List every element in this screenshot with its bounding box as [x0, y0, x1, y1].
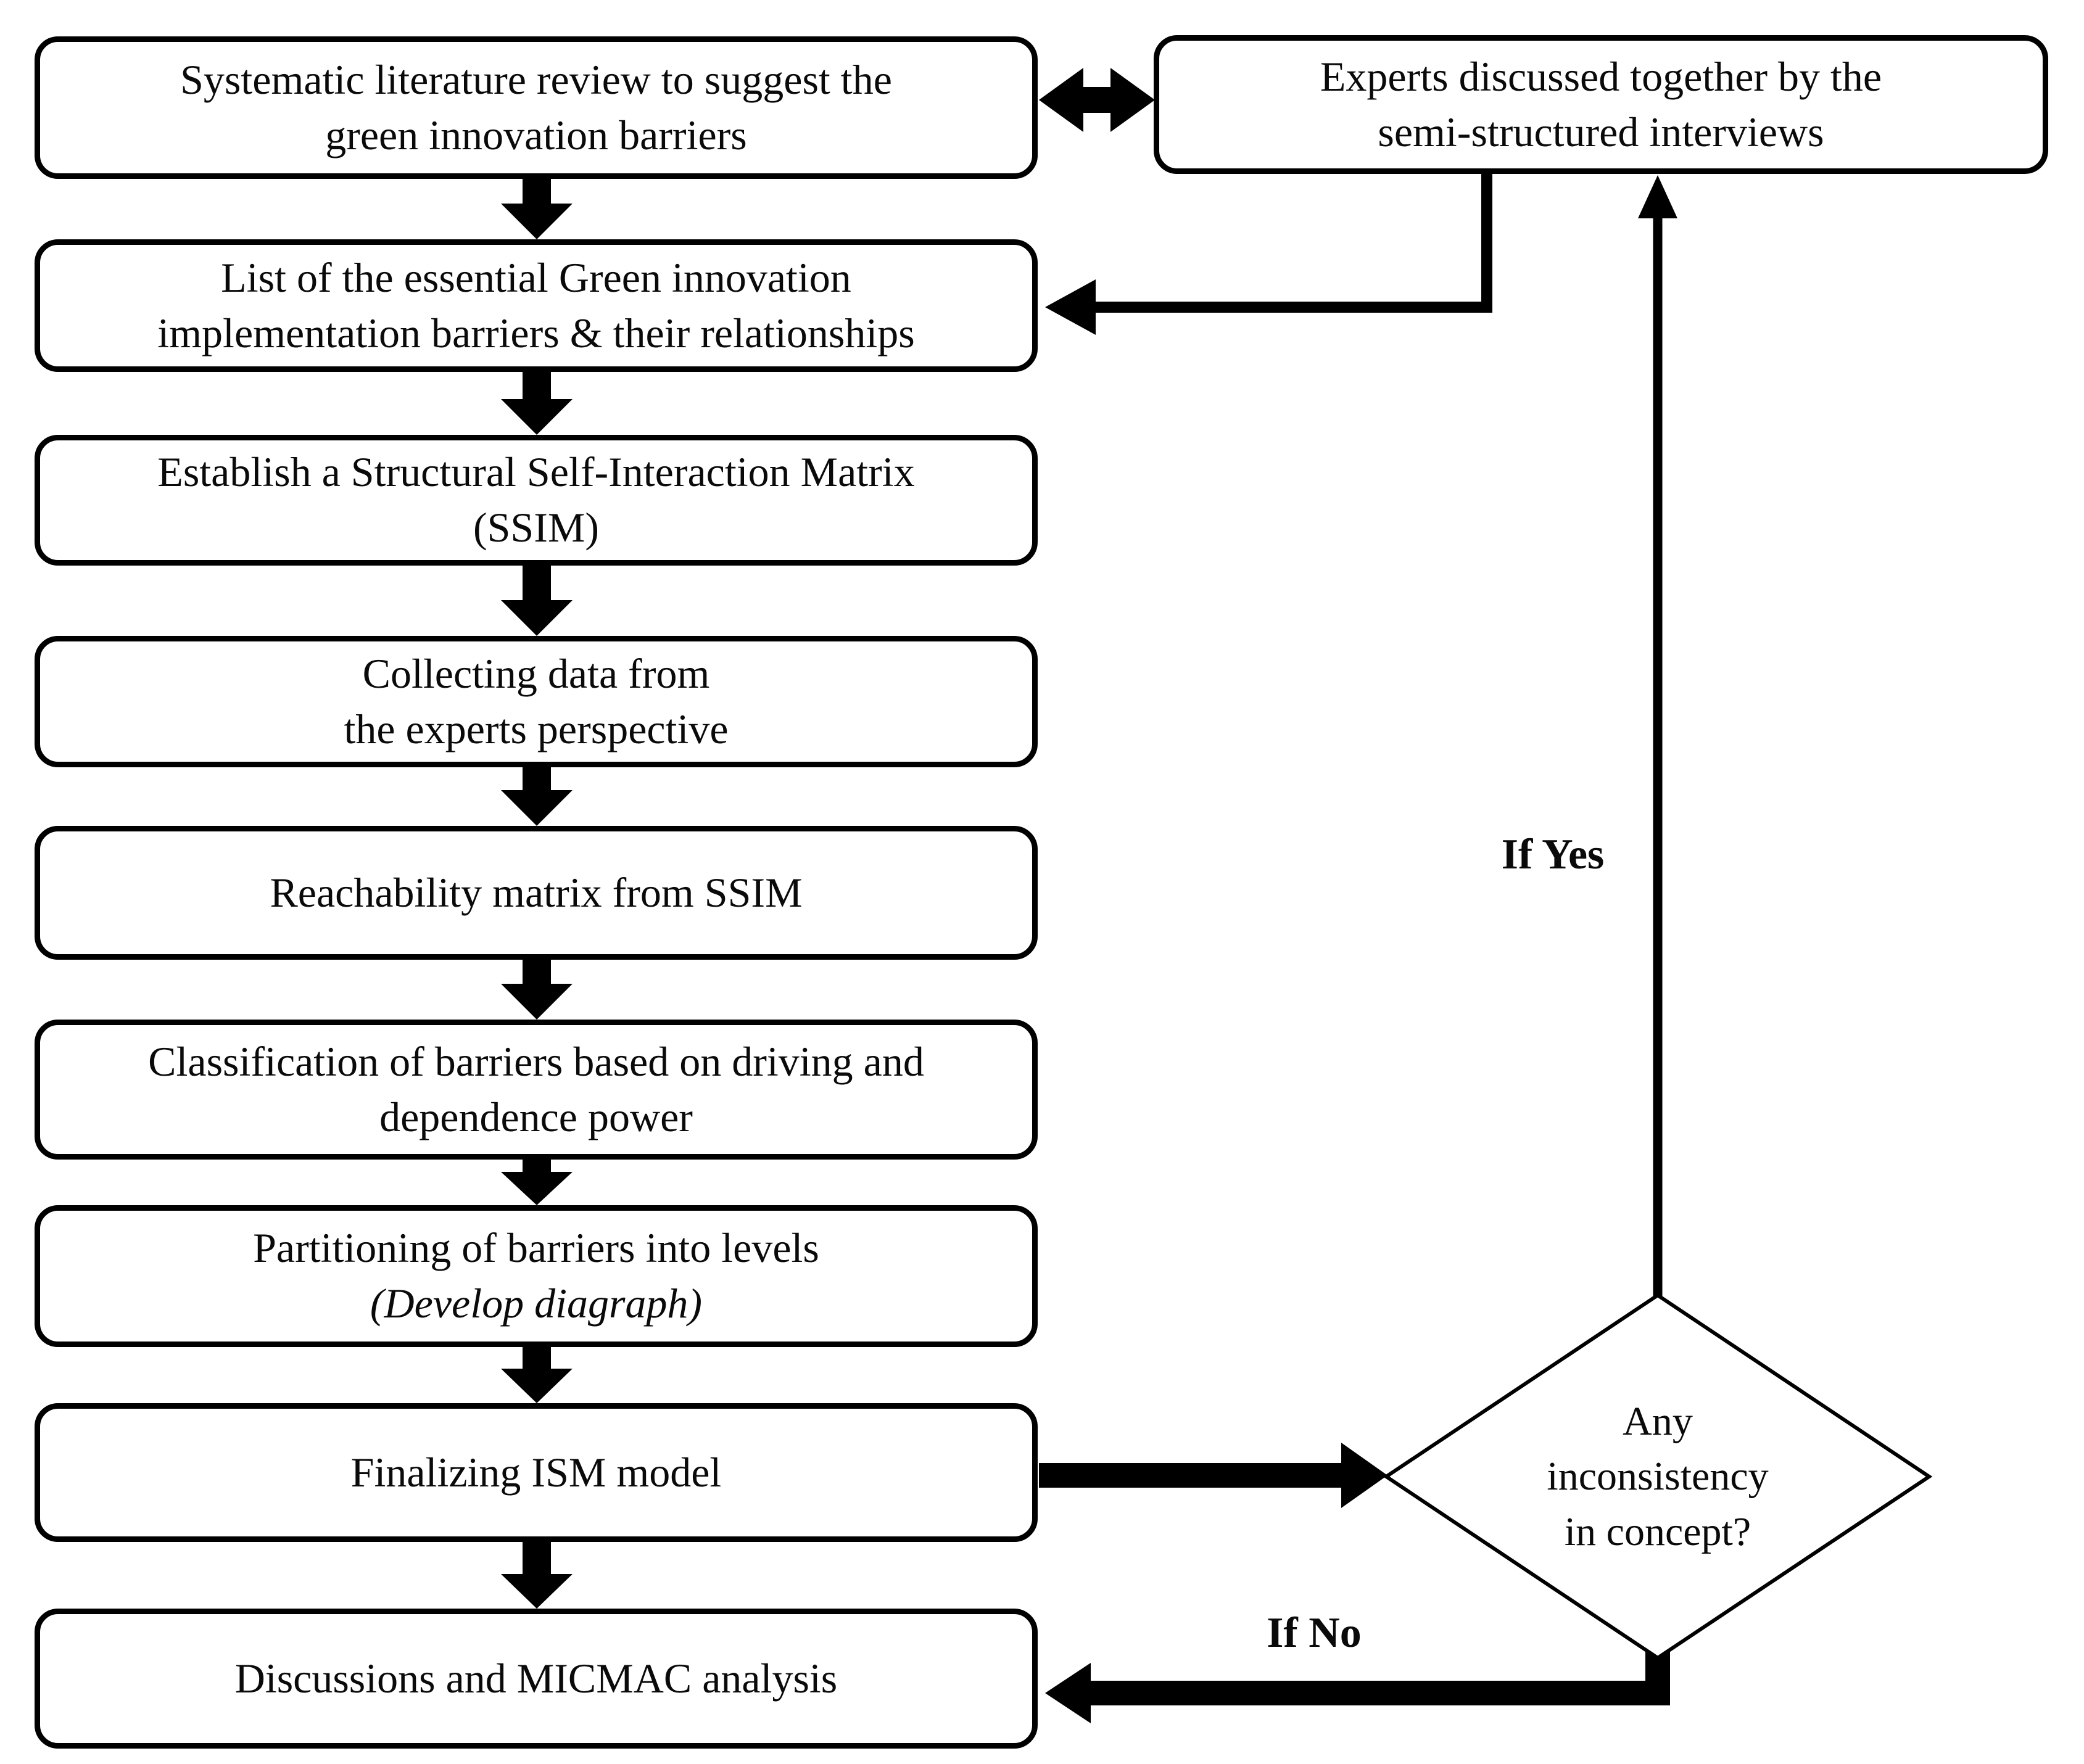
step-text: semi-structured interviews: [1378, 108, 1824, 155]
step-text: (SSIM): [473, 504, 600, 551]
arrow-right-icon: [1341, 1443, 1387, 1508]
experts-to-list-arrow: [1045, 174, 1492, 335]
step-text: Discussions and MICMAC analysis: [234, 1654, 838, 1702]
arrow-left-icon: [1045, 279, 1096, 335]
flow-arrow-down-6: [501, 1160, 573, 1205]
edge-label-if-yes: If Yes: [1501, 831, 1605, 878]
step-finalizing-ism-model: Finalizing ISM model: [35, 1403, 1038, 1542]
experts-interviews-box: Experts discussed together by the semi-s…: [1154, 35, 2048, 174]
decision-text-line: in concept?: [1564, 1509, 1751, 1554]
step-text: Classification of barriers based on driv…: [148, 1037, 924, 1085]
step-establish-ssim: Establish a Structural Self-Interaction …: [35, 435, 1038, 566]
step-text: List of the essential Green innovation: [221, 253, 851, 301]
flow-arrow-down-3: [501, 566, 573, 636]
step-text: Collecting data from: [362, 649, 710, 697]
step-text: Establish a Structural Self-Interaction …: [157, 448, 915, 496]
arrow-up-icon: [1638, 175, 1677, 218]
step-text: dependence power: [379, 1093, 693, 1140]
arrow-left-icon: [1045, 1663, 1091, 1723]
step-text: implementation barriers & their relation…: [157, 309, 915, 357]
step-discussions-micmac: Discussions and MICMAC analysis: [35, 1609, 1038, 1749]
step-text: Finalizing ISM model: [350, 1448, 722, 1496]
step-systematic-literature-review: Systematic literature review to suggest …: [35, 36, 1038, 179]
step-text: Experts discussed together by the: [1320, 52, 1882, 100]
double-arrow-icon: [1039, 68, 1155, 132]
flow-arrow-down-2: [501, 372, 573, 435]
step-classification: Classification of barriers based on driv…: [35, 1020, 1038, 1160]
edge-label-if-no: If No: [1267, 1609, 1362, 1657]
step-text: green innovation barriers: [325, 111, 747, 159]
step-text: the experts perspective: [344, 705, 729, 752]
decision-text-line: inconsistency: [1547, 1454, 1769, 1499]
flow-arrow-down-1: [501, 179, 573, 239]
ism-to-decision-arrow: [1039, 1443, 1387, 1508]
step-barrier-list: List of the essential Green innovation i…: [35, 239, 1038, 372]
step-text: Partitioning of barriers into levels: [253, 1224, 819, 1272]
step-text: Reachability matrix from SSIM: [270, 868, 803, 916]
step-text-italic: (Develop diagraph): [370, 1280, 703, 1327]
step-reachability-matrix: Reachability matrix from SSIM: [35, 826, 1038, 960]
decision-text-line: Any: [1623, 1399, 1693, 1445]
decision-question: Any inconsistency in concept?: [1497, 1380, 1818, 1573]
if-yes-arrow: [1638, 175, 1677, 1301]
flow-arrow-down-8: [501, 1542, 573, 1609]
decision-diamond: [1383, 1293, 1933, 1660]
step-partitioning-levels: Partitioning of barriers into levels (De…: [35, 1205, 1038, 1347]
step-collect-data: Collecting data from the experts perspec…: [35, 636, 1038, 767]
flow-arrow-down-5: [501, 960, 573, 1020]
step-text: Systematic literature review to suggest …: [180, 56, 892, 103]
flow-arrow-down-4: [501, 767, 573, 826]
flow-arrow-down-7: [501, 1347, 573, 1403]
